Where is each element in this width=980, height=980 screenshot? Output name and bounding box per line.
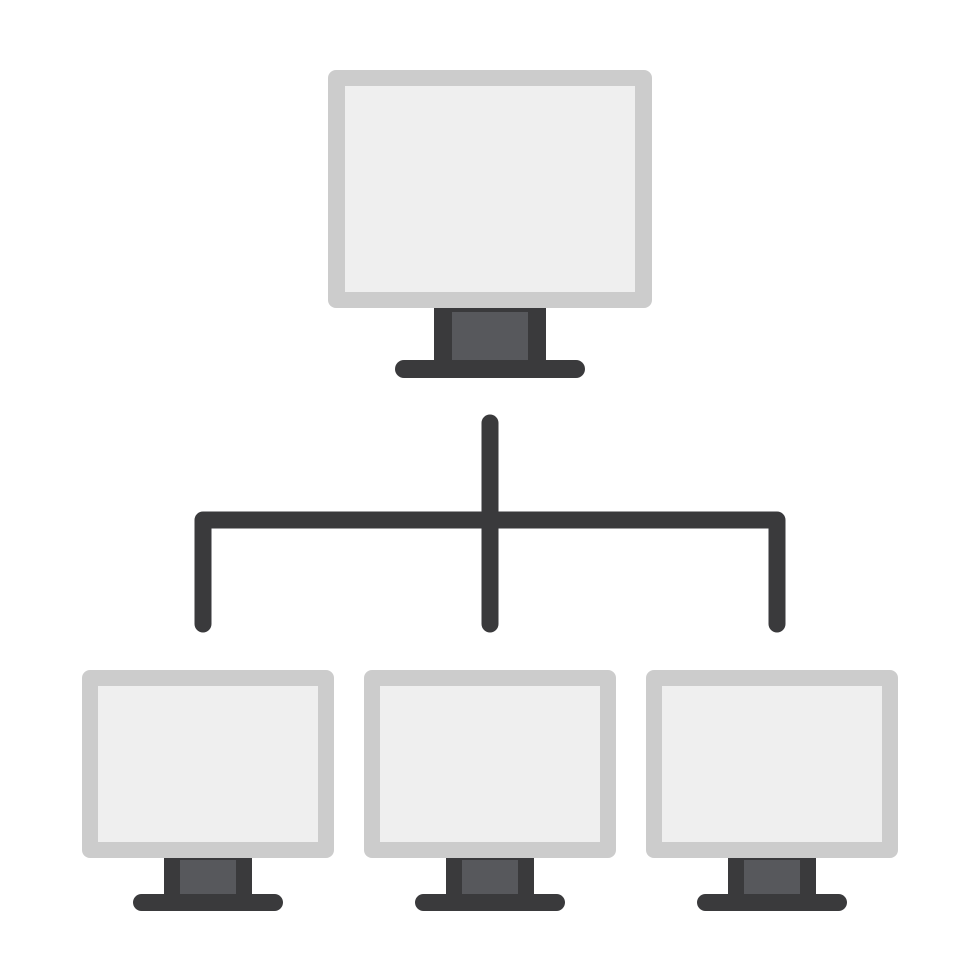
monitor-neck-inner <box>180 860 236 894</box>
tree-connector-lines <box>194 414 786 633</box>
monitor-base <box>697 894 847 911</box>
monitor-screen <box>345 86 635 292</box>
monitor-screen <box>380 686 600 842</box>
monitor-screen <box>662 686 882 842</box>
monitor-neck-inner <box>452 312 528 360</box>
client-monitor-icon <box>364 670 616 911</box>
monitor-base <box>133 894 283 911</box>
monitor-neck-inner <box>462 860 518 894</box>
client-monitor-icon <box>82 670 334 911</box>
monitor-base <box>415 894 565 911</box>
server-monitor-icon <box>328 70 652 378</box>
connector-branch <box>194 511 786 633</box>
monitor-screen <box>98 686 318 842</box>
client-monitor-icon <box>646 670 898 911</box>
monitor-base <box>395 360 585 378</box>
monitor-neck-inner <box>744 860 800 894</box>
